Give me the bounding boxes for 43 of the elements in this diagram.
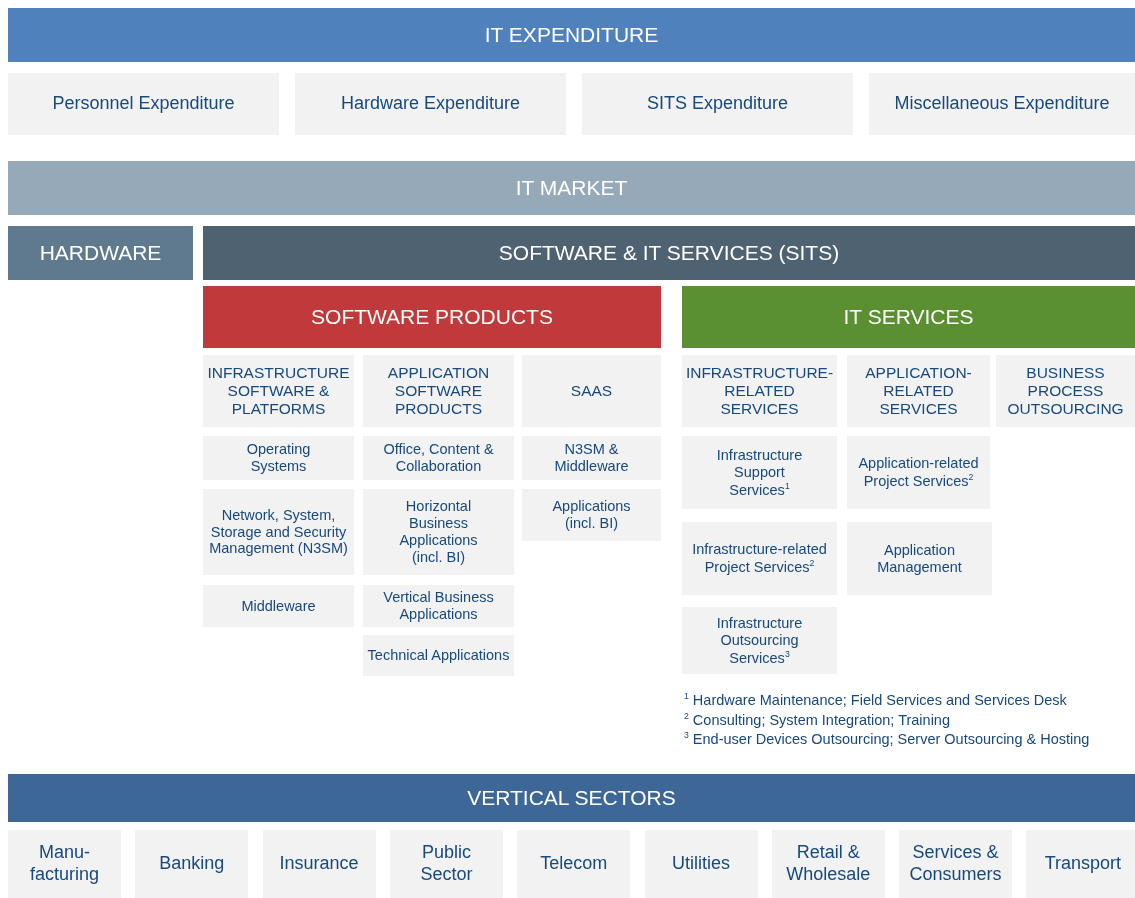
heading-band: VERTICAL SECTORS	[8, 774, 1135, 822]
category-box: BUSINESS PROCESS OUTSOURCING	[996, 355, 1135, 427]
subcategory-box: Vertical Business Applications	[363, 585, 514, 627]
heading-band: SOFTWARE & IT SERVICES (SITS)	[203, 226, 1135, 280]
footnote: $^{2}$ Consulting; System Integration; Training	[684, 710, 950, 728]
expenditure-box: Hardware Expenditure	[295, 73, 566, 135]
sector-box: Retail & Wholesale	[771, 830, 885, 898]
sector-box: Manu- facturing	[8, 830, 121, 898]
subcategory-box: Application Management	[847, 522, 992, 595]
footnote: $^{3}$ End-user Devices Outsourcing; Server Outsourcing & Hosting	[684, 730, 1090, 747]
subcategory-box: Operating Systems	[203, 436, 354, 480]
subcategory-box: Infrastructure Support Services$^{1}$	[682, 436, 837, 509]
category-box: SAAS	[522, 355, 661, 427]
sector-box: Insurance	[262, 830, 376, 898]
subcategory-box: Horizontal Business Applications (incl. BI)	[363, 489, 514, 575]
subcategory-box: Network, System, Storage and Security Management (N3SM)	[203, 489, 354, 575]
sector-box: Public Sector	[389, 830, 503, 898]
heading-band: SOFTWARE PRODUCTS	[203, 286, 661, 348]
subcategory-box: Infrastructure Outsourcing Services$^{3}$	[682, 607, 837, 674]
subcategory-box: Technical Applications	[363, 635, 514, 676]
subcategory-box: N3SM & Middleware	[522, 436, 661, 480]
heading-band: HARDWARE	[8, 226, 193, 280]
subcategory-box: Middleware	[203, 585, 354, 627]
sector-box: Transport	[1026, 830, 1135, 898]
heading-band: IT EXPENDITURE	[8, 8, 1135, 62]
category-box: APPLICATION-RELATED SERVICES	[847, 355, 990, 427]
category-box: INFRASTRUCTURE SOFTWARE & PLATFORMS	[203, 355, 354, 427]
category-box: INFRASTRUCTURE-RELATED SERVICES	[682, 355, 837, 427]
sector-box: Telecom	[517, 830, 631, 898]
subcategory-box: Applications (incl. BI)	[522, 489, 661, 541]
expenditure-box: SITS Expenditure	[582, 73, 853, 135]
sector-box: Utilities	[644, 830, 758, 898]
footnote: $^{1}$ Hardware Maintenance; Field Services and Services Desk	[684, 691, 1067, 708]
subcategory-box: Office, Content & Collaboration	[363, 436, 514, 480]
expenditure-box: Personnel Expenditure	[8, 73, 279, 135]
sector-box: Services & Consumers	[899, 830, 1013, 898]
heading-band: IT MARKET	[8, 161, 1135, 215]
heading-band: IT SERVICES	[682, 286, 1135, 348]
subcategory-box: Infrastructure-related Project Services$^{2}$	[682, 522, 837, 595]
sector-box: Banking	[135, 830, 249, 898]
expenditure-box: Miscellaneous Expenditure	[869, 73, 1135, 135]
subcategory-box: Application-related Project Services$^{2}$	[847, 436, 990, 509]
category-box: APPLICATION SOFTWARE PRODUCTS	[363, 355, 514, 427]
